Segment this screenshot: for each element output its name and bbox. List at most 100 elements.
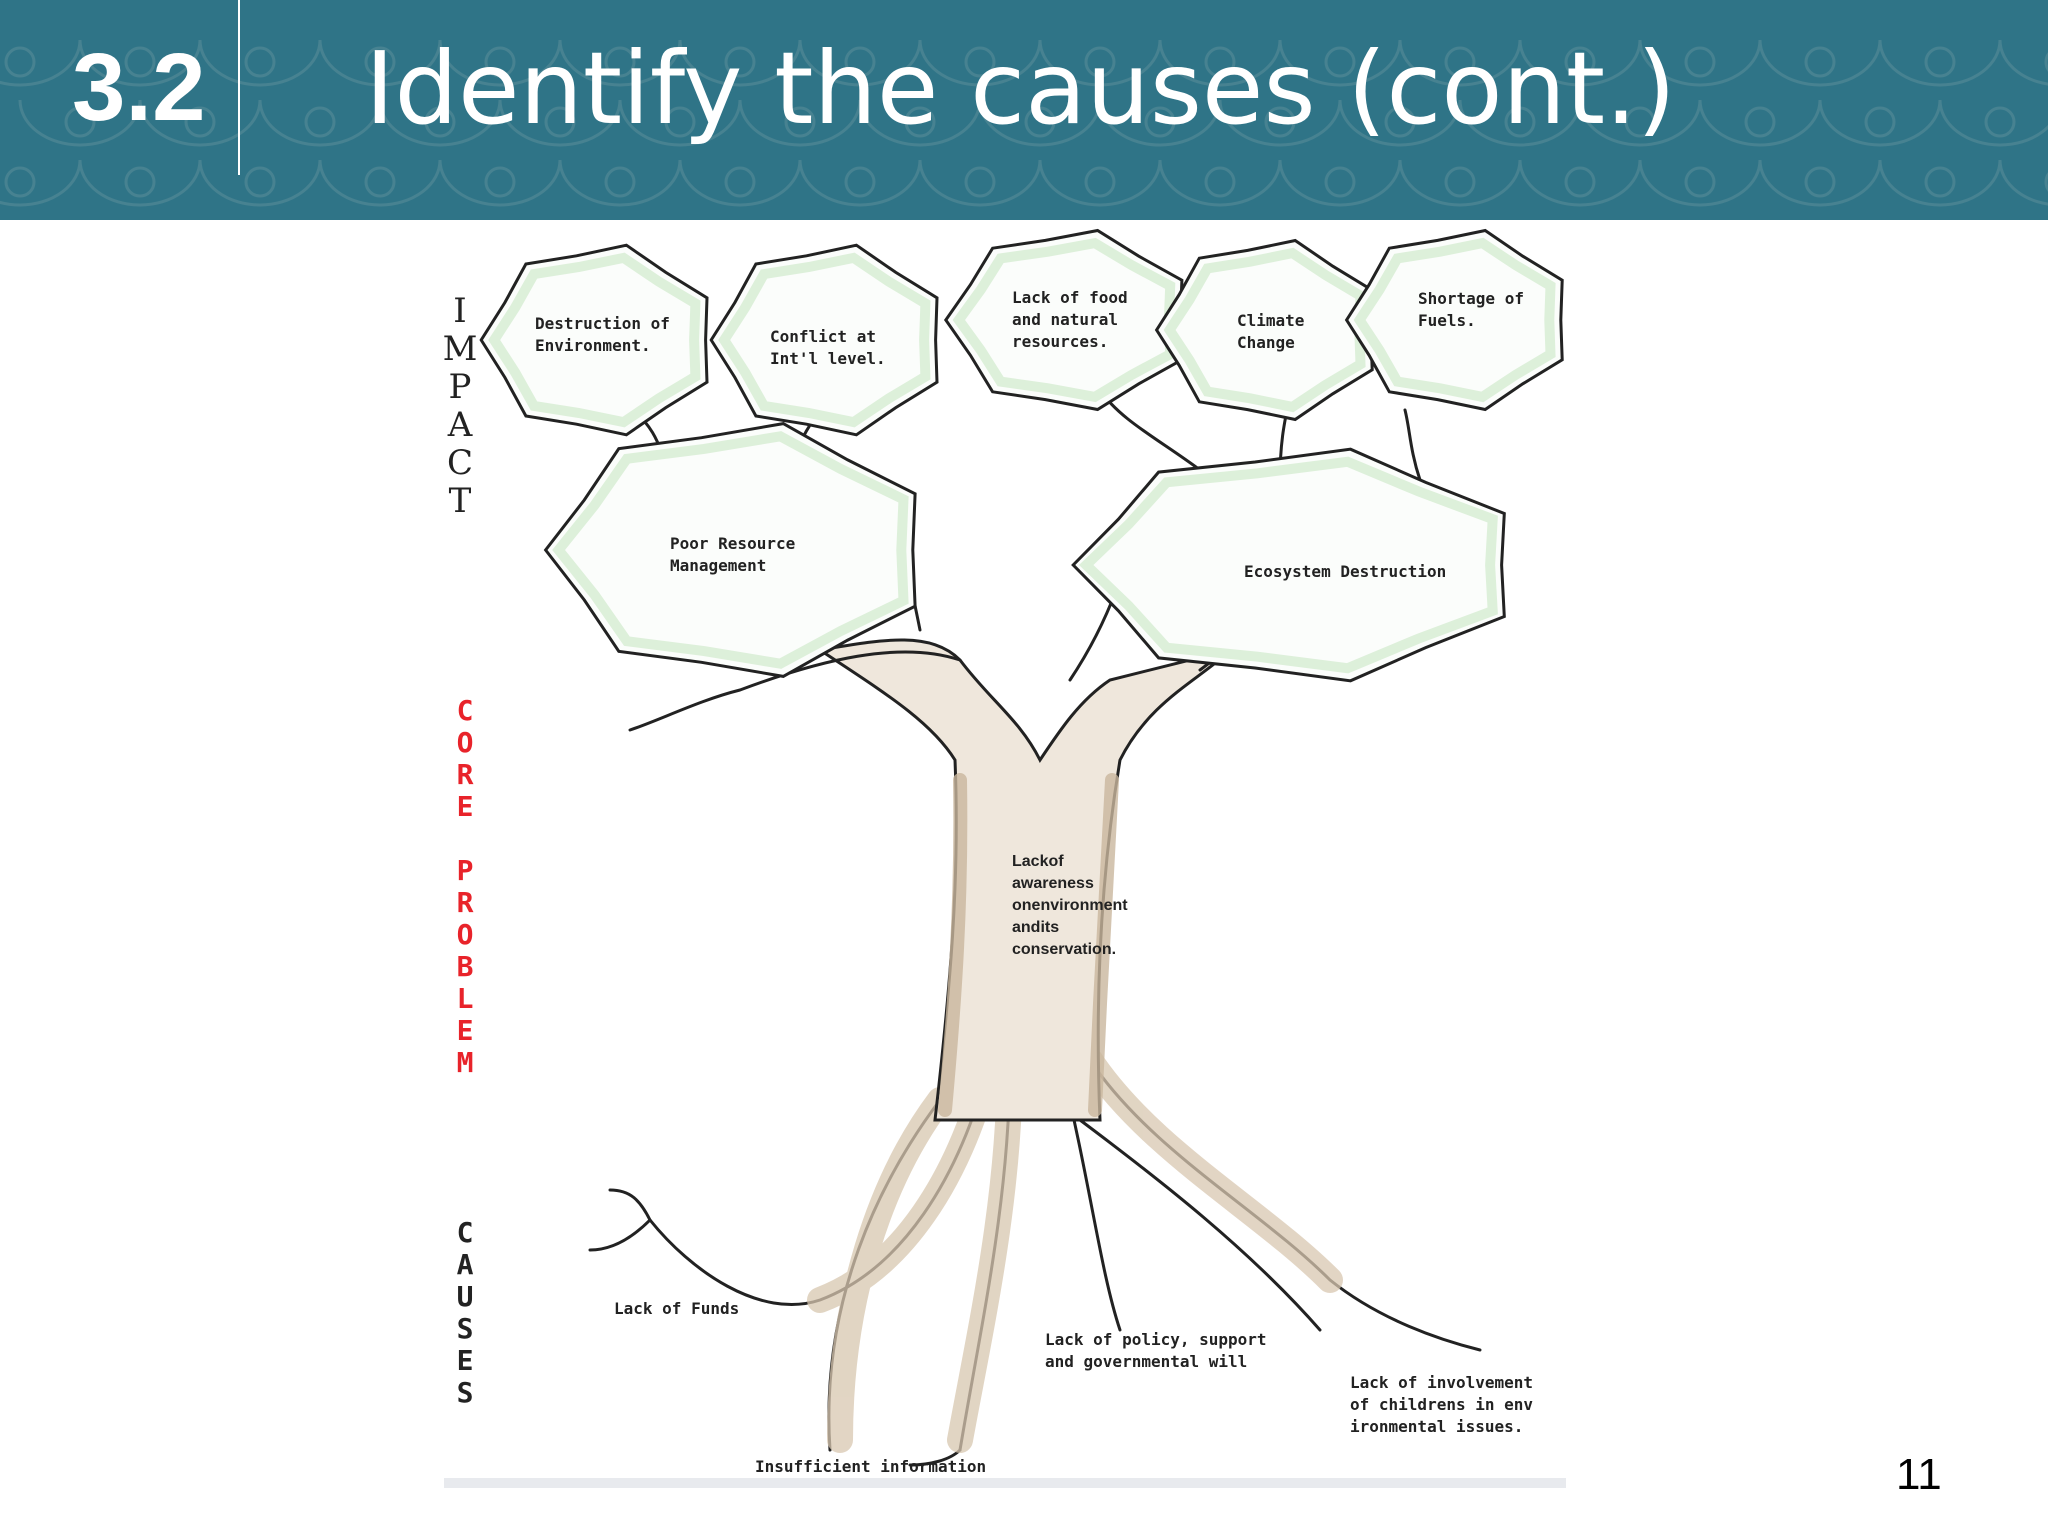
lace-ring — [1864, 106, 1896, 138]
lace-ring — [1564, 46, 1596, 78]
lace-scallop — [1578, 99, 1702, 147]
impact-label-poor-resource-management-line: Poor Resource — [670, 534, 795, 553]
lace-scallop — [438, 159, 562, 207]
lace-ring — [124, 46, 156, 78]
lace-scallop — [798, 39, 922, 87]
lace-scallop — [198, 159, 322, 207]
lace-ring — [964, 46, 996, 78]
core-problem-label-line: onenvironment — [1012, 897, 1128, 914]
impact-label-2-line: Int'l level. — [770, 349, 886, 368]
lace-ring — [1024, 106, 1056, 138]
lace-ring — [1324, 46, 1356, 78]
lace-ring — [364, 166, 396, 198]
lace-scallop — [1278, 159, 1402, 207]
lace-scallop — [1218, 99, 1342, 147]
lace-ring — [1324, 166, 1356, 198]
lace-ring — [1684, 46, 1716, 78]
crown-conflict-intl-level — [709, 243, 939, 437]
problem-side-label-letter: R — [457, 886, 474, 919]
lace-ring — [2044, 52, 2048, 72]
lace-ring — [844, 166, 876, 198]
cause-label-2-line: Lack of policy, support — [1045, 1330, 1267, 1349]
lace-scallop — [858, 99, 982, 147]
causes-side-label-letter: C — [457, 1216, 474, 1249]
causes-side-label-letter: S — [457, 1312, 474, 1345]
lace-scallop — [1698, 99, 1822, 147]
crown-poor-resource-management-shading — [552, 431, 909, 669]
lace-scallop — [138, 99, 262, 147]
lace-scallop — [0, 39, 82, 87]
impact-label-1-line: Destruction of — [535, 314, 670, 333]
lace-ring — [64, 106, 96, 138]
lace-scallop — [1518, 159, 1642, 207]
impact-label-ecosystem-destruction: Ecosystem Destruction — [1244, 562, 1446, 581]
cause-label-3-line: Lack of involvement — [1350, 1373, 1533, 1392]
crown-destruction-of-environment-shading — [488, 252, 701, 428]
lace-ring — [1264, 106, 1296, 138]
lace-scallop — [1878, 159, 2002, 207]
lace-scallop — [18, 99, 142, 147]
lace-ring — [1444, 46, 1476, 78]
lace-ring — [1204, 166, 1236, 198]
core-side-label-letter: R — [457, 758, 474, 791]
impact-side-label-letter: P — [449, 367, 472, 407]
impact-label-5-line: Shortage of — [1418, 289, 1524, 308]
lace-ring — [4, 166, 36, 198]
lace-ring — [1924, 166, 1956, 198]
cause-label-4: Insufficient information — [755, 1457, 986, 1476]
trunk-bark-shading — [938, 773, 1119, 1117]
cause-label-3-line: ironmental issues. — [1350, 1417, 1523, 1436]
lace-ring — [724, 46, 756, 78]
lace-scallop — [1038, 39, 1162, 87]
impact-label-3-line: and natural — [1012, 310, 1118, 329]
lace-scallop — [1998, 39, 2048, 86]
lace-ring — [604, 166, 636, 198]
impact-label-ecosystem-destruction-line: Ecosystem Destruction — [1244, 562, 1446, 581]
lace-scallop — [1998, 159, 2048, 206]
lace-ring — [184, 106, 216, 138]
lace-scallop — [978, 99, 1102, 147]
lace-scallop — [1638, 39, 1762, 87]
crown-poor-resource-management — [543, 422, 917, 678]
lace-scallop — [1758, 159, 1882, 207]
core-problem-label-line: Lackof — [1012, 853, 1064, 870]
lace-ring — [844, 46, 876, 78]
lace-ring — [4, 46, 36, 78]
lace-ring — [1084, 166, 1116, 198]
lace-ring — [1804, 46, 1836, 78]
impact-label-poor-resource-management-line: Management — [670, 556, 766, 575]
lace-ring — [2044, 172, 2048, 192]
core-problem-label-line: andits — [1012, 919, 1059, 936]
lace-scallop — [738, 99, 862, 147]
page-number: 11 — [1896, 1450, 1942, 1499]
title-banner: 3.2 Identify the causes (cont.) — [0, 0, 2048, 220]
causes-side-label-letter: S — [457, 1376, 474, 1409]
lace-ring — [484, 46, 516, 78]
causes-side-label-letter: U — [457, 1280, 474, 1313]
lace-ring — [964, 166, 996, 198]
impact-side-label-letter: M — [443, 329, 478, 369]
cause-label-1: Lack of Funds — [614, 1299, 739, 1318]
problem-side-label-letter: O — [457, 918, 474, 951]
lace-ring — [1444, 166, 1476, 198]
lace-ring — [424, 106, 456, 138]
impact-side-label-letter: T — [449, 481, 472, 521]
lace-ring — [244, 166, 276, 198]
lace-scallop — [438, 39, 562, 87]
lace-scallop — [918, 39, 1042, 87]
lace-ring — [1084, 46, 1116, 78]
crown-ecosystem-destruction-shading — [1078, 456, 1498, 674]
core-problem-label-line: conservation. — [1012, 941, 1116, 958]
core-problem-label-line: awareness — [1012, 875, 1094, 892]
slide-title: Identify the causes (cont.) — [365, 30, 1676, 147]
section-number: 3.2 — [72, 34, 206, 141]
